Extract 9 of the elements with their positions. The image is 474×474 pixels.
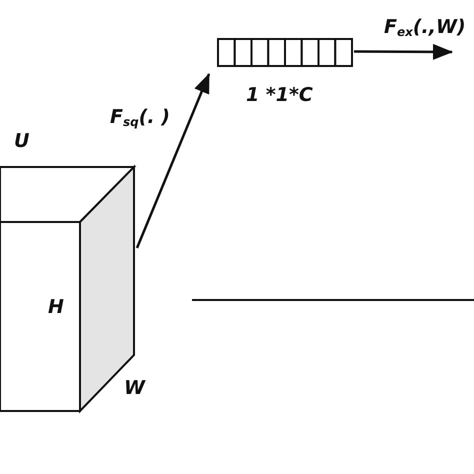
dimension-label: U — [14, 132, 30, 151]
dimension-label: H — [48, 298, 64, 317]
arrow — [354, 44, 453, 60]
edge-label: F$_{ex}$(.,W) — [384, 18, 466, 38]
edge-label: F$_{sq}$(. ) — [110, 108, 170, 128]
vector-bar-drawing — [217, 38, 353, 67]
dimension-label: W — [124, 379, 145, 398]
arrow — [136, 73, 210, 248]
dimension-label: 1 *1*C — [246, 86, 313, 105]
